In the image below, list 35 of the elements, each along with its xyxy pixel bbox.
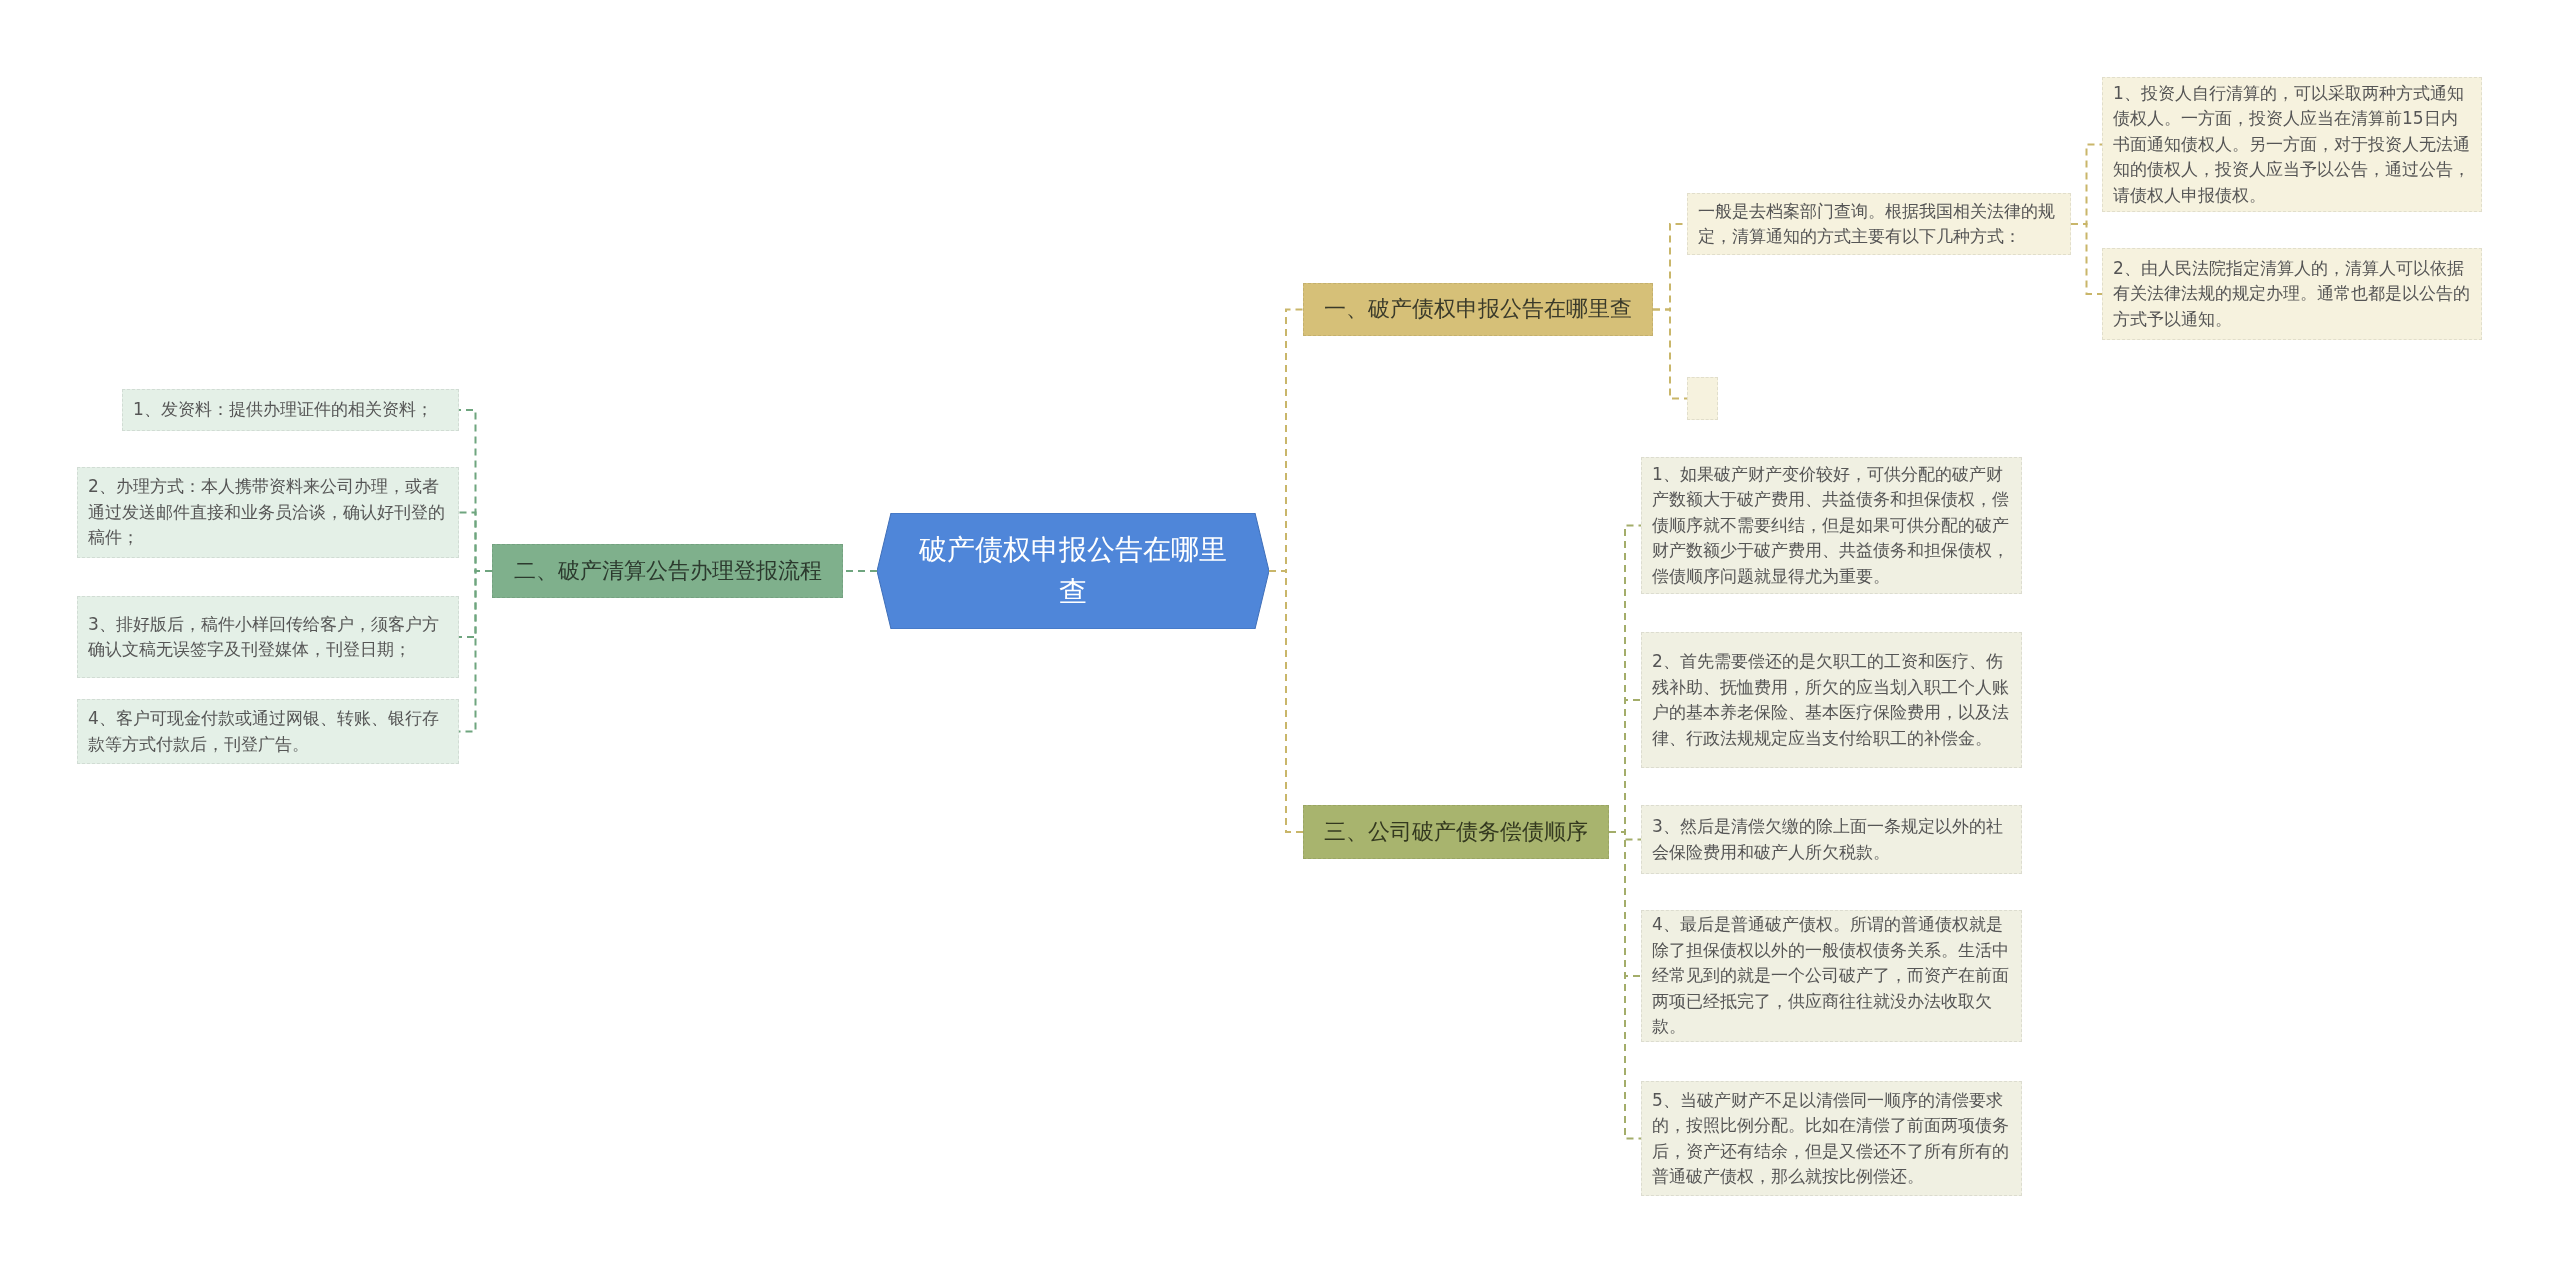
note-text: 4、最后是普通破产债权。所谓的普通债权就是除了担保债权以外的一般债权债务关系。生活中经常见到的就是一个公司破产了，而资产在前面两项已经抵完了，供应商往往就没办法收取欠款。 [1652,913,2010,1039]
note-text: 一般是去档案部门查询。根据我国相关法律的规定，清算通知的方式主要有以下几种方式： [1698,199,2056,248]
branch-box [492,544,843,598]
note-text: 2、首先需要偿还的是欠职工的工资和医疗、伤残补助、抚恤费用，所欠的应当划入职工个人账户的基本养老保险、基本医疗保险费用，以及法律、行政法规规定应当支付给职工的补偿金。 [1652,650,2010,750]
note-text: 2、办理方式：本人携带资料来公司办理，或者通过发送邮件直接和业务员洽谈，确认好刊登的稿件； [88,475,446,550]
note-box [1687,193,2071,255]
note-text: 1、投资人自行清算的，可以采取两种方式通知债权人。一方面，投资人应当在清算前15日内书面通知债权人。另一方面，对于投资人无法通知的债权人，投资人应当予以公告，通过公告，请债权人申报债权。 [2113,81,2471,207]
note-text: 1、发资料：提供办理证件的相关资料； [133,398,433,422]
note-box [2102,248,2482,340]
connector-line [1652,308,1688,400]
note-text: 4、客户可现金付款或通过网银、转账、银行存款等方式付款后，刊登广告。 [88,707,440,756]
note-box [1641,632,2022,768]
note-box [77,467,459,558]
branch-box [1303,805,1609,859]
connector-line [458,570,493,733]
note-box [122,389,459,431]
connector-line [1608,831,1642,1140]
note-box [1641,805,2022,874]
empty-box [1687,377,1718,420]
note-text: 1、如果破产财产变价较好，可供分配的破产财产数额大于破产费用、共益债务和担保债权，偿债顺序就不需要纠结，但是如果可供分配的破产财产数额少于破产费用、共益债务和担保债权，偿债顺序问题就显得尤为重要。 [1652,462,2010,588]
note-box [1641,1081,2022,1196]
topic-hexagon [877,513,1269,629]
note-text: 2、由人民法院指定清算人的，清算人可以依据有关法律法规的规定办理。通常也都是以公告的方式予以通知。 [2113,256,2471,331]
note-box [77,596,459,678]
note-text: 5、当破产财产不足以清偿同一顺序的清偿要求的，按照比例分配。比如在清偿了前面两项债务后，资产还有结余，但是又偿还不了所有所有的普通破产债权，那么就按比例偿还。 [1652,1088,2010,1188]
note-box [77,699,459,764]
branch-text: 二、破产清算公告办理登报流程 [513,556,822,585]
note-text: 3、然后是清偿欠缴的除上面一条规定以外的社会保险费用和破产人所欠税款。 [1652,815,2004,864]
branch-text: 三、公司破产债务偿债顺序 [1324,817,1588,846]
topic-text: 破产债权申报公告在哪里查 [918,532,1228,610]
note-text: 3、排好版后，稿件小样回传给客户，须客户方确认文稿无误签字及刊登媒体，刊登日期； [88,612,440,661]
connector-line [2070,223,2103,295]
connector-line [1268,570,1304,833]
branch-text: 一、破产债权申报公告在哪里查 [1324,295,1632,324]
branch-box [1303,283,1653,336]
